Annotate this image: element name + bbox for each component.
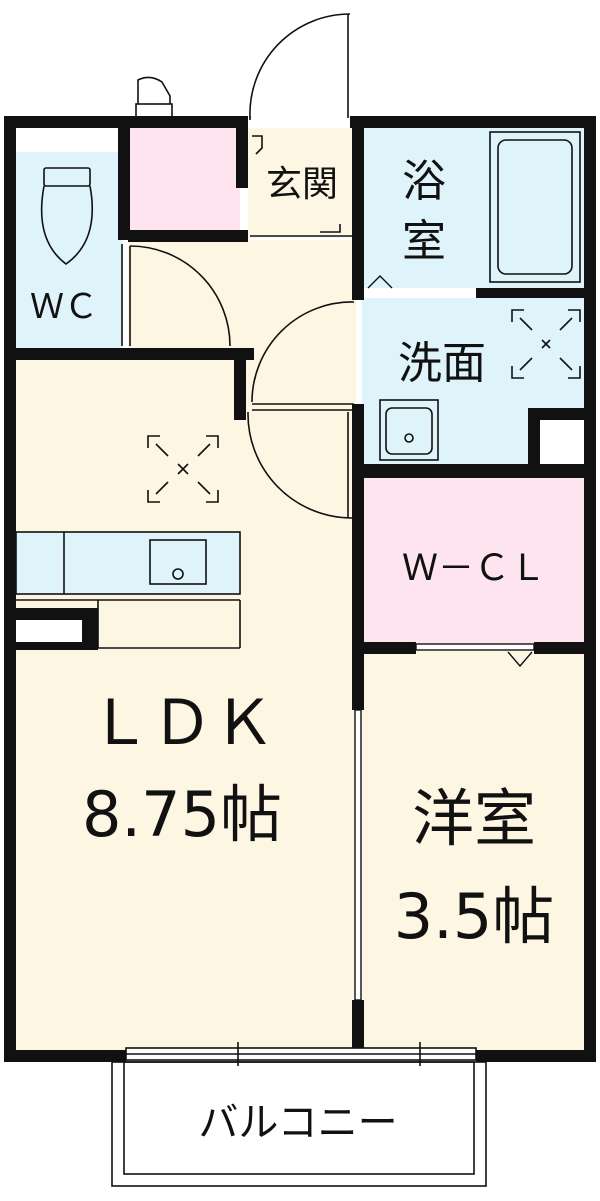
western-room-floor — [362, 650, 586, 1052]
closet-rail — [415, 643, 535, 668]
ldk-label: ＬＤＫ — [89, 686, 275, 759]
bath-label-1: 浴 — [402, 156, 446, 207]
washer-space — [511, 309, 581, 379]
entrance-floor — [248, 128, 356, 238]
entrance-label: 玄関 — [266, 164, 338, 205]
washbasin — [379, 399, 439, 461]
walls — [4, 116, 596, 1062]
shoe-storage-floor — [128, 128, 240, 232]
kitchen-counter — [15, 531, 241, 649]
balcony-label: バルコニー — [198, 1100, 397, 1146]
pipe-shaft-inner — [540, 420, 584, 464]
wc-label: ＷＣ — [30, 287, 98, 327]
bath-step — [367, 139, 595, 289]
wcl-label: Ｗ－ＣＬ — [402, 548, 546, 589]
balcony-structure — [111, 1042, 487, 1187]
meter-box — [135, 76, 173, 119]
wc-door — [121, 244, 231, 347]
wcl-floor — [362, 478, 586, 644]
western-room-label: 洋室 — [412, 782, 536, 855]
kitchen-ventilation — [147, 435, 219, 503]
wc-top-opening — [16, 130, 104, 146]
entrance-step — [250, 135, 352, 237]
entrance-door — [249, 13, 351, 120]
washroom-door — [251, 301, 355, 411]
sliding-door — [354, 709, 362, 1001]
wc-floor — [14, 152, 122, 350]
bathtub — [489, 131, 581, 283]
ldk-size: 8.75帖 — [82, 778, 282, 851]
western-room-size: 3.5帖 — [394, 880, 555, 953]
bath-floor — [362, 128, 586, 288]
toilet — [40, 167, 94, 265]
bath-label-2: 室 — [402, 216, 446, 267]
ldk-floor — [14, 360, 356, 1052]
ldk-door — [247, 411, 353, 519]
washroom-label: 洗面 — [398, 338, 486, 389]
counter-stub-inner — [16, 620, 82, 642]
